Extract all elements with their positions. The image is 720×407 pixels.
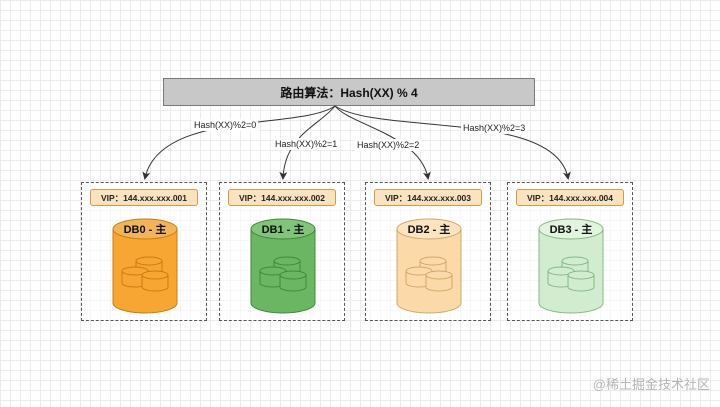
db0-vip-badge: VIP：144.xxx.xxx.001 [90, 189, 198, 206]
db1-node: VIP：144.xxx.xxx.002 DB1 - 主 [219, 182, 345, 321]
db3-cylinder-icon [538, 218, 604, 314]
edge-label-db2: Hash(XX)%2=2 [355, 139, 422, 151]
db0-cylinder-icon [112, 218, 178, 314]
db2-vip-badge: VIP：144.xxx.xxx.003 [374, 189, 482, 206]
db1-vip-text: VIP：144.xxx.xxx.002 [238, 192, 325, 203]
db2-vip-text: VIP：144.xxx.xxx.003 [384, 192, 471, 203]
db2-cylinder-icon [396, 218, 462, 314]
db0-vip-text: VIP：144.xxx.xxx.001 [100, 192, 187, 203]
db1-cylinder-icon [250, 218, 316, 314]
db3-vip-badge: VIP：144.xxx.xxx.004 [516, 189, 624, 206]
routing-algorithm-box: 路由算法：Hash(XX) % 4 [163, 78, 535, 106]
db0-title: DB0 - 主 [123, 224, 167, 236]
edge-label-db0: Hash(XX)%2=0 [192, 119, 259, 131]
db0-node: VIP：144.xxx.xxx.001 DB0 - 主 [81, 182, 207, 321]
routing-algorithm-label: 路由算法：Hash(XX) % 4 [280, 85, 418, 100]
db1-title: DB1 - 主 [261, 224, 305, 236]
db3-title: DB3 - 主 [549, 224, 593, 236]
edge-label-db1: Hash(XX)%2=1 [273, 138, 340, 150]
edge-label-db3: Hash(XX)%2=3 [461, 122, 528, 134]
db3-vip-text: VIP：144.xxx.xxx.004 [526, 192, 613, 203]
db2-title: DB2 - 主 [407, 224, 451, 236]
arrow-to-db2 [334, 105, 431, 180]
db2-node: VIP：144.xxx.xxx.003 DB2 - 主 [365, 182, 491, 321]
arrow-to-db1 [279, 105, 336, 180]
watermark: @稀土掘金技术社区 [592, 377, 710, 392]
db3-node: VIP：144.xxx.xxx.004 DB3 - 主 [507, 182, 633, 321]
db1-vip-badge: VIP：144.xxx.xxx.002 [228, 189, 336, 206]
